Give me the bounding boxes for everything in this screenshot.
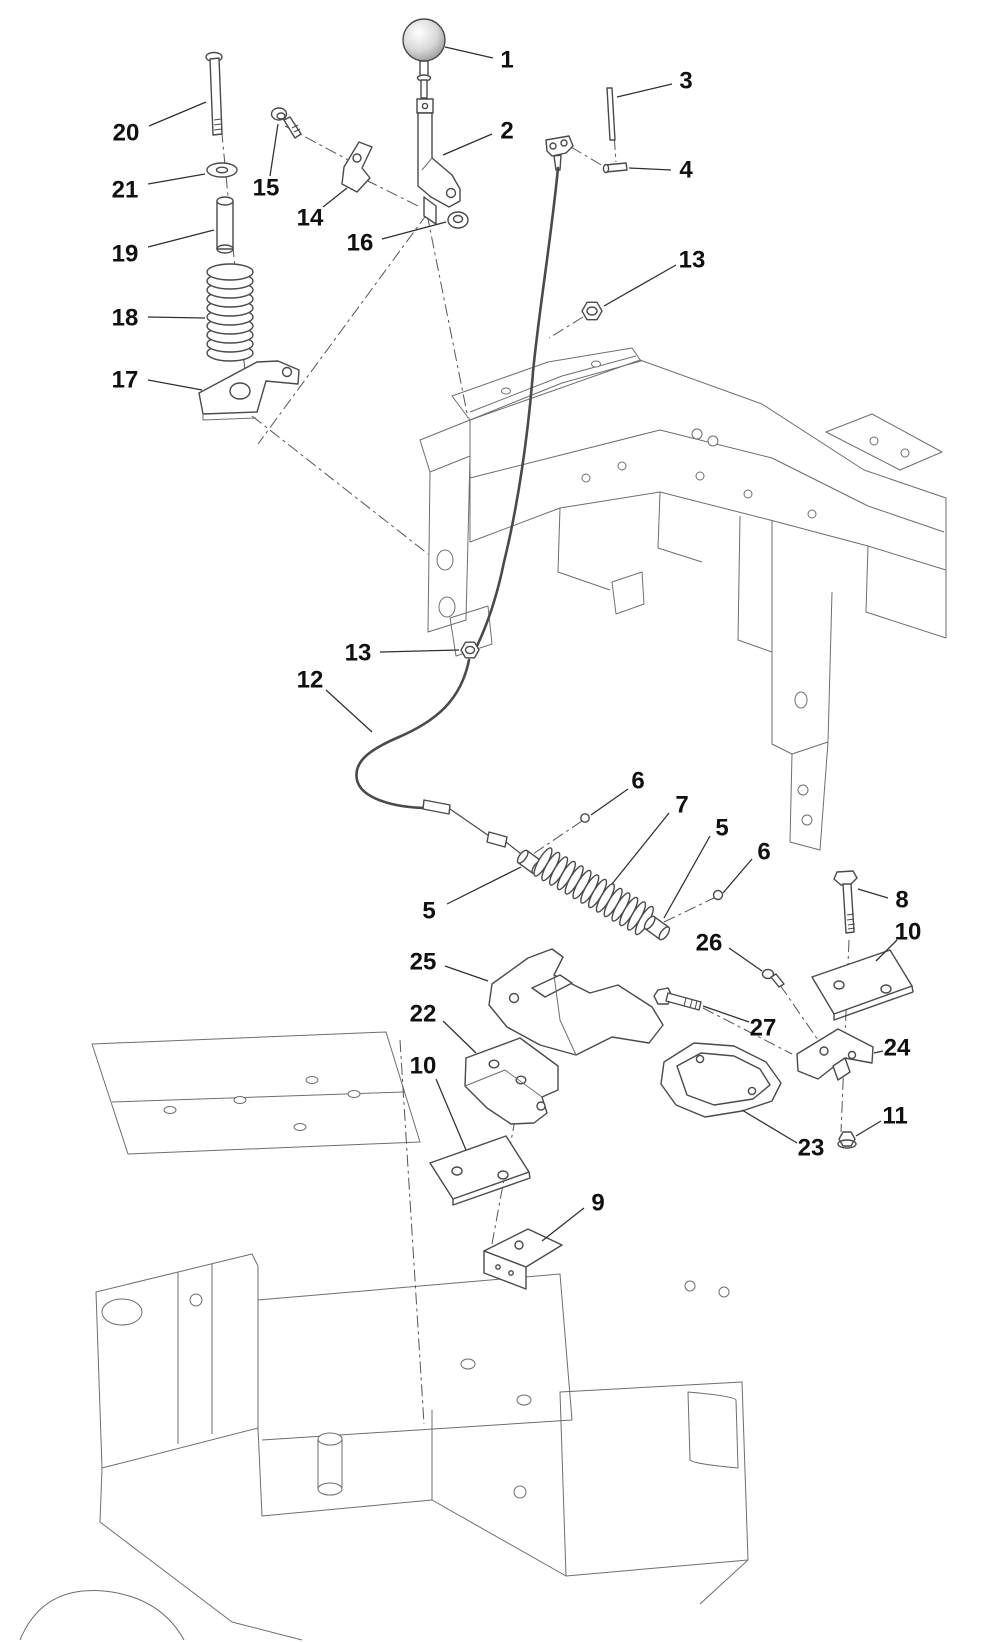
callout-leader-11-27 xyxy=(855,1120,882,1137)
callout-label-5-19: 5 xyxy=(422,898,435,925)
callout-label-21-5: 21 xyxy=(112,177,139,204)
callout-label-7-16: 7 xyxy=(675,792,688,819)
callout-leader-15-6 xyxy=(269,123,279,177)
part-plate-right xyxy=(811,949,914,1021)
callout-leader-9-30 xyxy=(541,1207,585,1242)
callout-label-24-26: 24 xyxy=(884,1035,911,1062)
part-jam-nut-lower xyxy=(460,641,480,659)
callout-label-4-4: 4 xyxy=(679,157,693,184)
callout-leader-20-3 xyxy=(148,101,207,127)
callout-leader-14-7 xyxy=(322,187,348,208)
callout-label-13-10: 13 xyxy=(679,247,706,274)
part-left-bracket xyxy=(464,1037,559,1125)
callout-label-10-21: 10 xyxy=(895,919,922,946)
part-carriage-bolt xyxy=(205,51,223,136)
part-spacer-small-right xyxy=(643,915,671,941)
callout-leader-4-4 xyxy=(628,167,672,171)
callout-leader-2-2 xyxy=(442,133,493,156)
callout-leader-6-18 xyxy=(722,858,753,894)
part-shift-knob xyxy=(402,18,446,99)
callout-label-20-3: 20 xyxy=(113,120,140,147)
callout-label-10-28: 10 xyxy=(410,1053,437,1080)
callout-leader-18-11 xyxy=(147,316,206,319)
part-flange-bolt xyxy=(653,987,702,1011)
part-ball-right xyxy=(712,889,724,901)
callout-leader-13-13 xyxy=(379,649,460,653)
callout-label-19-8: 19 xyxy=(112,241,139,268)
callout-leader-22-25 xyxy=(442,1020,477,1054)
part-brake-cable xyxy=(355,166,560,858)
part-cable-clevis xyxy=(545,135,574,171)
callout-label-23-29: 23 xyxy=(798,1135,825,1162)
part-shift-lever xyxy=(416,98,461,225)
part-ball-left xyxy=(580,813,590,823)
part-bushing xyxy=(447,211,469,229)
alignment-centerlines xyxy=(214,61,850,1425)
callout-leader-25-23 xyxy=(444,965,489,982)
callout-label-5-17: 5 xyxy=(715,815,728,842)
part-angle-bracket xyxy=(796,1028,874,1081)
callout-leader-13-10 xyxy=(603,264,677,307)
callout-label-1-0: 1 xyxy=(500,47,513,74)
callout-leader-23-29 xyxy=(741,1109,798,1144)
callout-label-13-13: 13 xyxy=(345,640,372,667)
callout-label-6-15: 6 xyxy=(631,768,644,795)
callout-leader-6-15 xyxy=(590,788,629,816)
part-washer xyxy=(206,162,238,178)
part-pin xyxy=(602,162,628,174)
callout-label-11-27: 11 xyxy=(882,1103,907,1130)
callout-label-16-9: 16 xyxy=(347,230,374,257)
part-spring-small xyxy=(533,847,654,936)
callout-label-25-23: 25 xyxy=(410,949,437,976)
callout-leader-26-22 xyxy=(728,947,763,972)
part-rod xyxy=(606,87,616,141)
callout-label-9-30: 9 xyxy=(591,1190,604,1217)
callout-label-22-25: 22 xyxy=(410,1001,437,1028)
part-spring-large xyxy=(206,263,254,362)
callout-leader-10-21 xyxy=(875,939,898,962)
callout-leader-7-16 xyxy=(611,812,670,885)
callout-label-14-7: 14 xyxy=(297,205,324,232)
part-flange-nut xyxy=(837,1131,857,1149)
part-set-screw xyxy=(761,968,785,988)
callout-label-18-11: 18 xyxy=(112,305,139,332)
part-z-bracket xyxy=(341,141,373,193)
callout-label-15-6: 15 xyxy=(253,175,280,202)
callout-leader-24-26 xyxy=(873,1050,884,1054)
callout-leader-17-12 xyxy=(147,379,203,391)
part-mount-bracket xyxy=(198,360,300,421)
part-plate-left xyxy=(429,1135,531,1206)
part-right-guard-bracket xyxy=(660,1042,782,1118)
callout-leader-16-9 xyxy=(381,221,447,240)
callout-label-3-1: 3 xyxy=(679,68,692,95)
part-hex-bolt xyxy=(833,870,858,934)
callout-leader-1-0 xyxy=(444,46,494,59)
callout-label-2-2: 2 xyxy=(500,118,513,145)
callout-label-17-12: 17 xyxy=(112,367,139,394)
callout-leader-21-5 xyxy=(147,173,206,185)
callout-label-8-20: 8 xyxy=(895,887,908,914)
callout-label-26-22: 26 xyxy=(696,930,723,957)
part-jam-nut-upper xyxy=(581,301,603,321)
callout-leader-8-20 xyxy=(857,888,889,899)
part-base-bracket xyxy=(483,1228,563,1290)
part-spacer xyxy=(216,196,234,254)
callout-label-6-18: 6 xyxy=(757,839,770,866)
upper-frame xyxy=(419,347,947,851)
callout-label-12-14: 12 xyxy=(297,667,324,694)
callout-leader-5-19 xyxy=(446,866,522,905)
callout-leader-5-17 xyxy=(663,835,711,919)
callout-leader-19-8 xyxy=(147,229,215,248)
callout-leader-10-28 xyxy=(435,1078,467,1151)
callout-label-27-24: 27 xyxy=(750,1015,777,1042)
part-screw xyxy=(270,107,302,139)
callout-leader-3-1 xyxy=(616,83,673,98)
lower-frame xyxy=(19,1031,749,1641)
part-center-bracket xyxy=(488,948,664,1056)
callout-leader-27-24 xyxy=(702,1005,750,1023)
callout-leader-12-14 xyxy=(325,689,373,733)
